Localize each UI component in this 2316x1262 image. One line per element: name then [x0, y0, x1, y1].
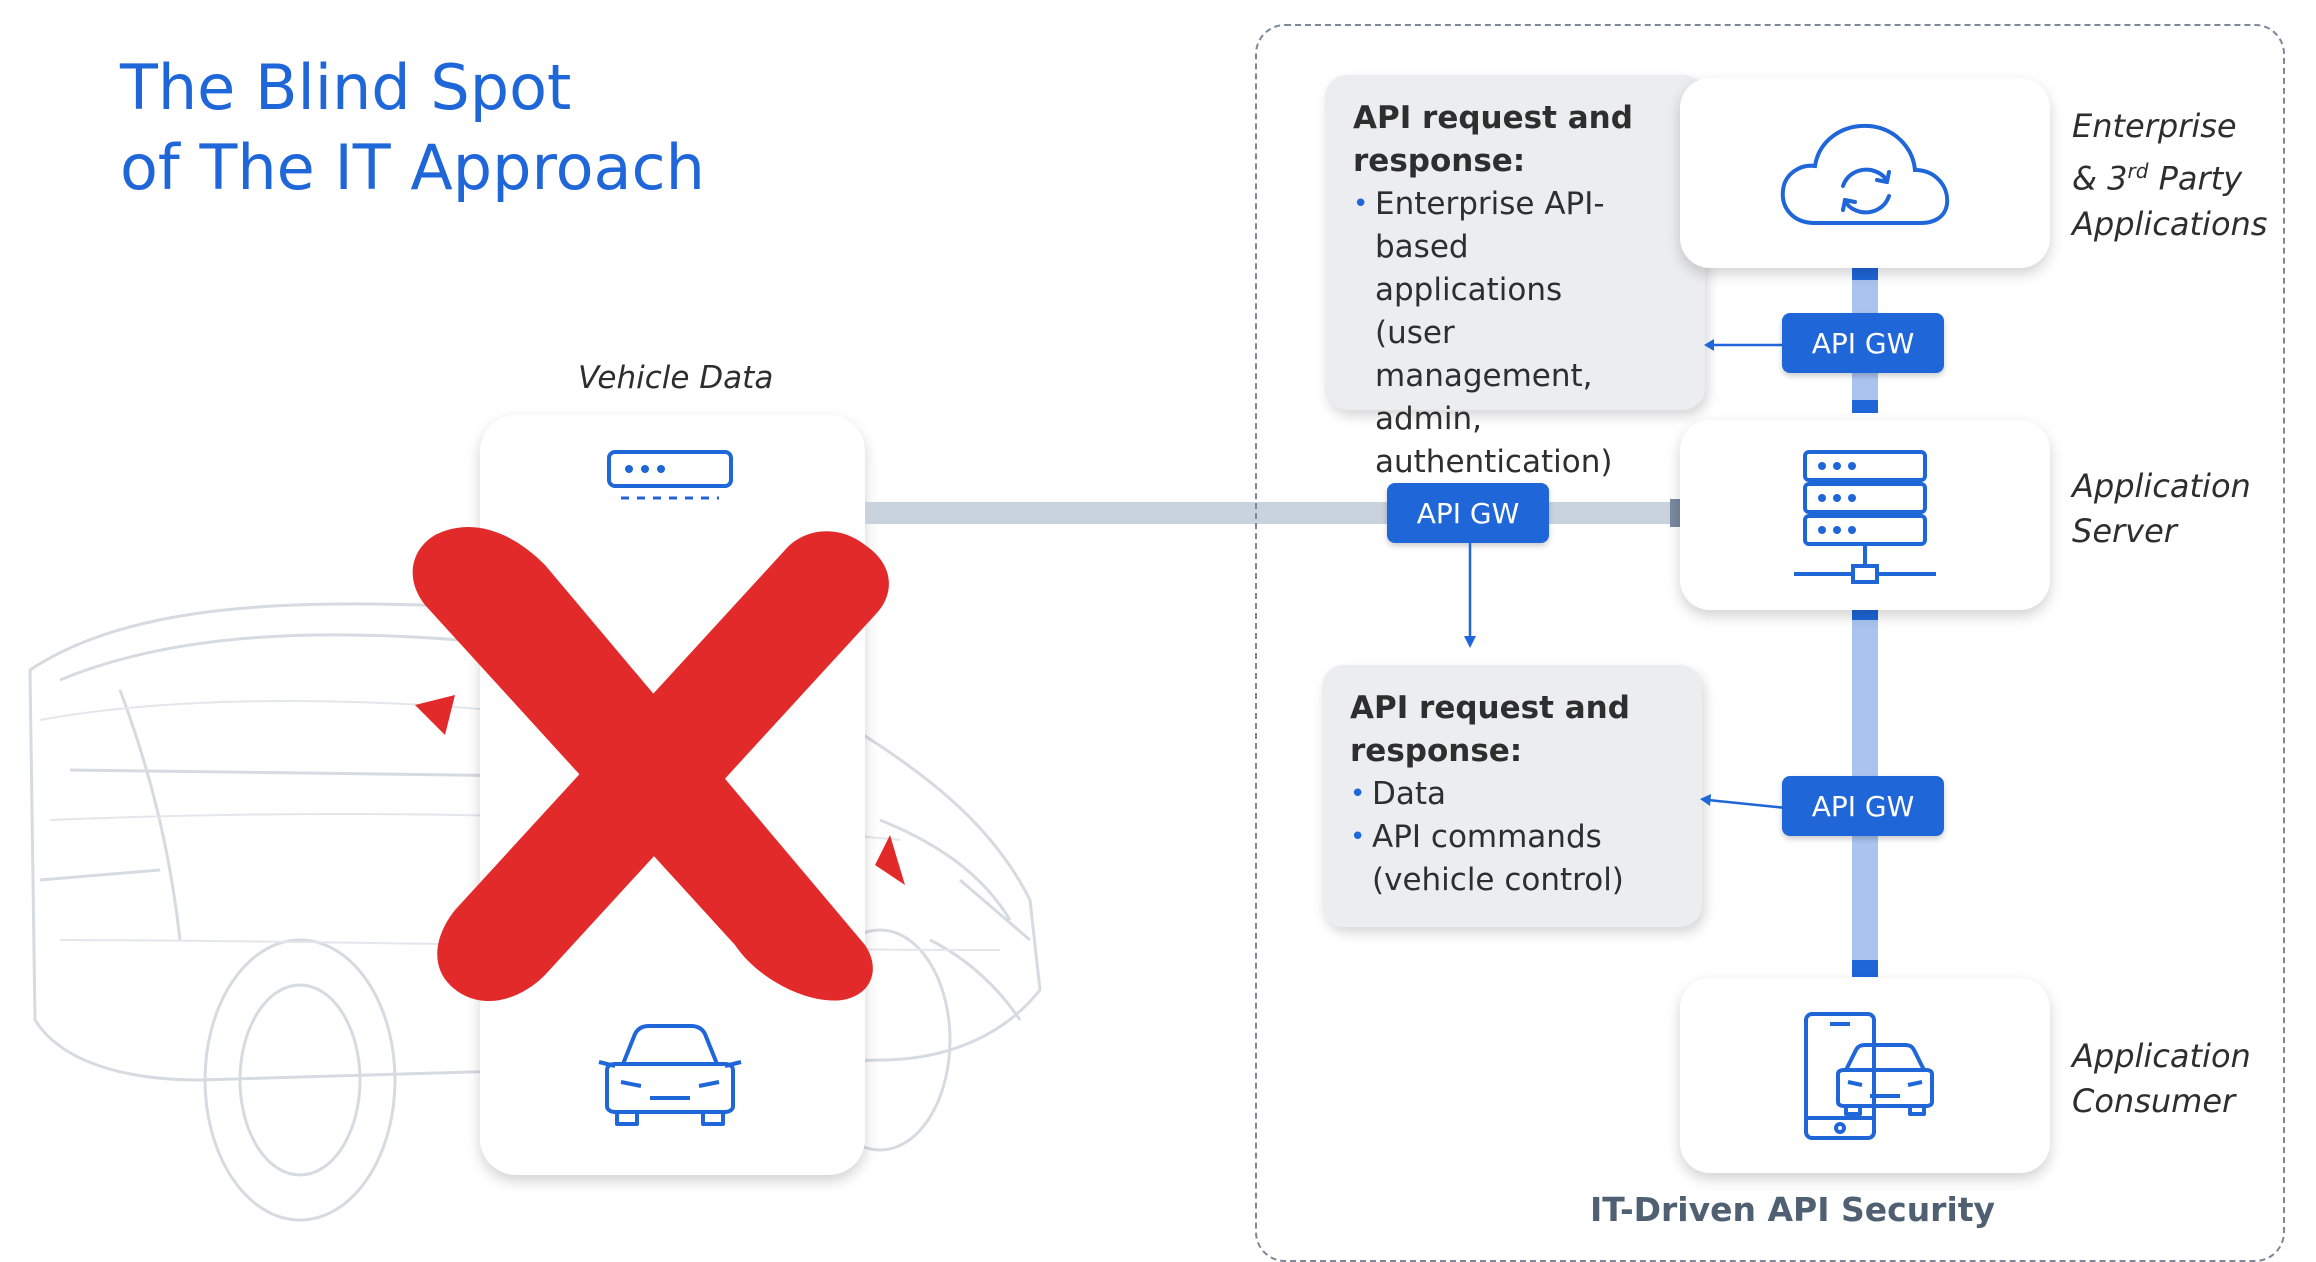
arrow-to-bottom-box — [1464, 542, 1476, 648]
api-box-enterprise: API request and response: Enterprise API… — [1325, 75, 1705, 480]
api-gateway-top: API GW — [1782, 313, 1944, 373]
title-line-1: The Blind Spot — [120, 51, 572, 124]
enterprise-label-line-2a: & 3 — [2072, 159, 2128, 198]
enterprise-label-line-2: & 3rd Party — [2072, 149, 2267, 202]
enterprise-label-line-2b: Party — [2148, 159, 2243, 198]
enterprise-label-line-3: Applications — [2072, 204, 2268, 243]
api-gateway-bottom: API GW — [1782, 776, 1944, 836]
box-bottom-item-data: Data — [1350, 773, 1674, 816]
box-top-heading-1: API request and — [1353, 100, 1633, 136]
application-consumer-card — [1680, 978, 2050, 1173]
box-bottom-item-commands: API commands (vehicle control) — [1350, 816, 1674, 902]
box-top-item-line-3: (user management, — [1375, 315, 1593, 394]
connector-end-cap — [1670, 499, 1682, 527]
mobile-car-icon — [1804, 1012, 1934, 1140]
enterprise-apps-card — [1680, 78, 2050, 268]
panel-label: IT-Driven API Security — [1590, 1190, 1996, 1229]
server-rack-icon — [1794, 450, 1936, 584]
enterprise-label-line-1: Enterprise — [2072, 107, 2237, 145]
page-title: The Blind Spot of The IT Approach — [120, 48, 705, 208]
app-server-label-line-2: Server — [2072, 512, 2177, 550]
box-top-item-line-2: applications — [1375, 272, 1563, 308]
app-consumer-label-line-1: Application — [2072, 1037, 2251, 1075]
enterprise-label: Enterprise & 3rd Party Applications — [2072, 104, 2267, 247]
car-icon — [598, 1024, 742, 1126]
app-consumer-label: Application Consumer — [2072, 1034, 2251, 1124]
arrow-to-vehicle-box — [1700, 794, 1787, 810]
app-server-label: Application Server — [2072, 464, 2251, 554]
box-top-item-line-4: admin, — [1375, 401, 1482, 437]
vehicle-server-icon — [607, 450, 733, 500]
api-gateway-center: API GW — [1387, 483, 1549, 543]
box-top-heading-2: response: — [1353, 143, 1526, 179]
box-bottom-item-commands-sub: (vehicle control) — [1372, 862, 1624, 898]
box-bottom-heading-2: response: — [1350, 733, 1523, 769]
api-box-vehicle: API request and response: Data API comma… — [1322, 665, 1702, 927]
box-bottom-item-commands-text: API commands — [1372, 819, 1602, 855]
box-top-item-line-1: Enterprise API-based — [1375, 186, 1605, 265]
enterprise-label-sup: rd — [2127, 159, 2149, 183]
app-consumer-label-line-2: Consumer — [2072, 1082, 2236, 1120]
cloud-sync-icon — [1780, 123, 1950, 225]
app-server-label-line-1: Application — [2072, 467, 2251, 505]
red-x-mark — [412, 526, 905, 1002]
box-top-item: Enterprise API-based applications (user … — [1353, 183, 1677, 484]
title-line-2: of The IT Approach — [120, 131, 705, 204]
arrow-to-top-box — [1704, 339, 1788, 351]
vehicle-data-label: Vehicle Data — [578, 360, 774, 396]
box-top-item-line-5: authentication) — [1375, 444, 1613, 480]
box-bottom-heading-1: API request and — [1350, 690, 1630, 726]
